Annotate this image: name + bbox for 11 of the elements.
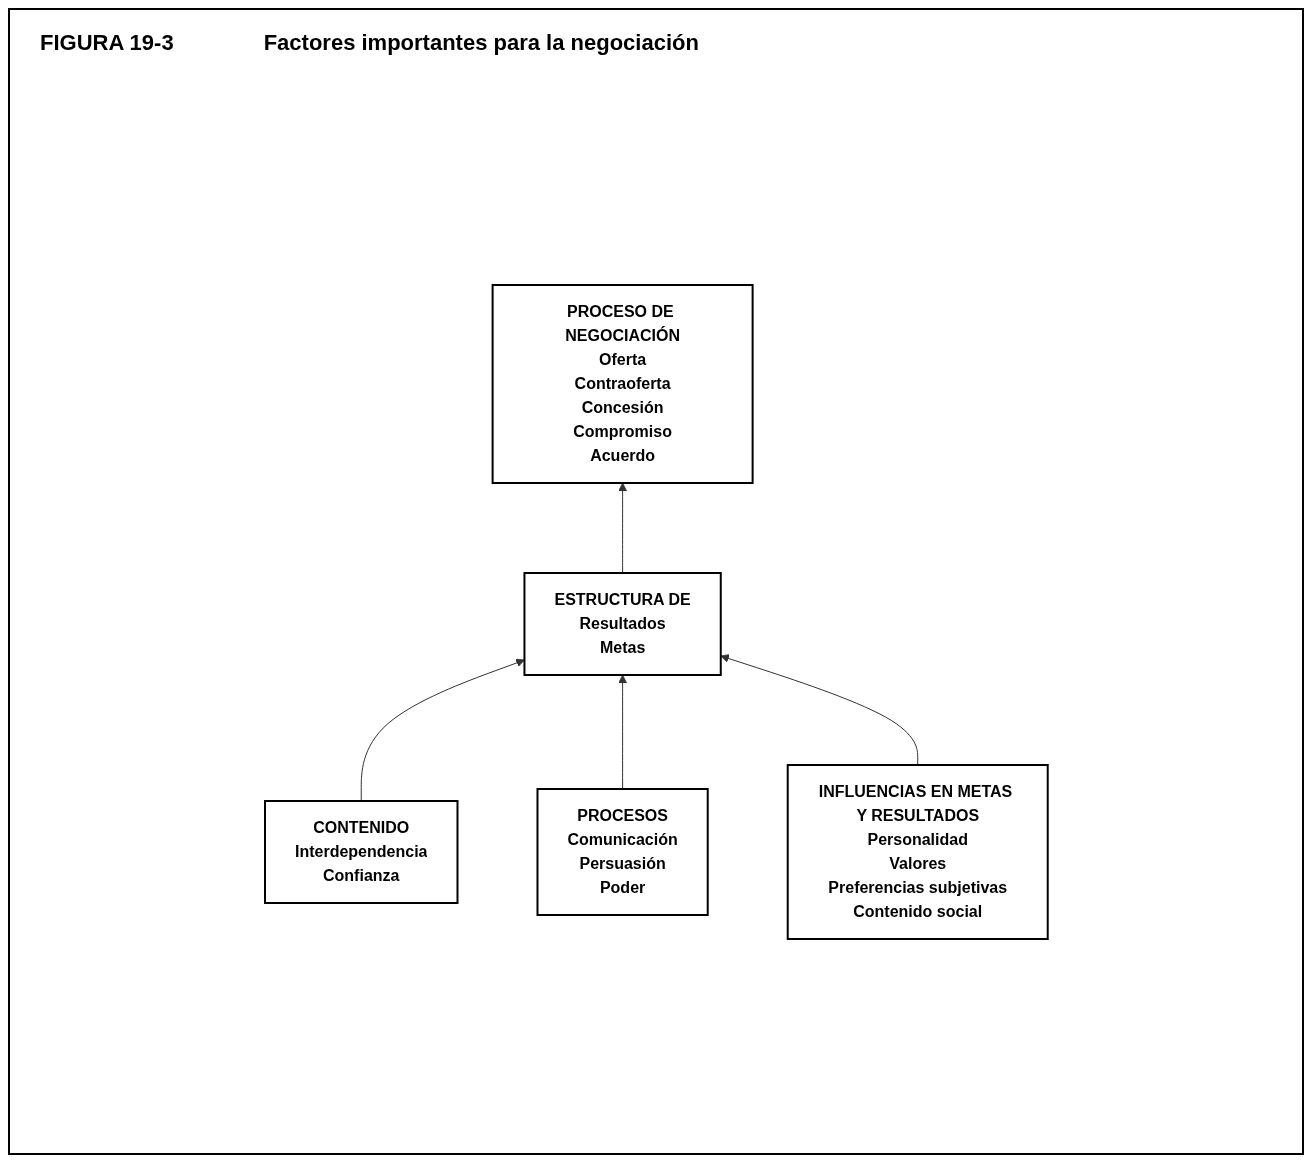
node-box: INFLUENCIAS EN METAS Y RESULTADOS Personalidad Valores Preferencias subjetivas Contenido social	[786, 763, 1049, 940]
node-box: PROCESOS Comunicación Persuasión Poder	[536, 787, 709, 916]
arrow	[617, 674, 627, 789]
node-box: ESTRUCTURA DE Resultados Metas	[523, 571, 722, 676]
arrow	[720, 653, 918, 765]
node-box: PROCESO DE NEGOCIACIÓN Oferta Contraoferta Concesión Compromiso Acuerdo	[491, 283, 754, 484]
node-box: CONTENIDO Interdependencia Confianza	[263, 799, 459, 904]
arrow	[617, 482, 627, 573]
arrow	[360, 658, 525, 801]
title: Factores importantes para la negociación	[263, 30, 699, 56]
figure-number: FIGURA 19-3	[40, 30, 174, 56]
